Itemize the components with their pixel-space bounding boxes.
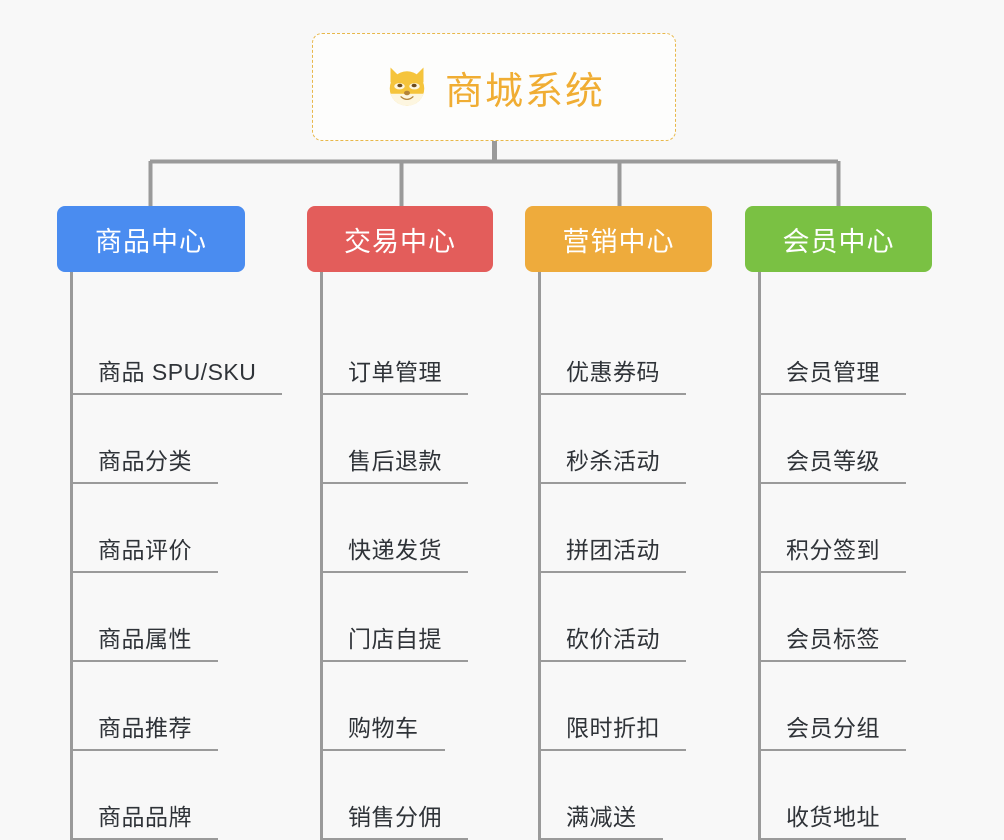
leaf-item[interactable]: 商品 SPU/SKU bbox=[70, 306, 282, 395]
leaf-item[interactable]: 商品属性 bbox=[70, 573, 245, 662]
branch-spine bbox=[320, 272, 323, 840]
leaf-item[interactable]: 售后退款 bbox=[320, 395, 493, 484]
leaf-underline bbox=[70, 838, 218, 840]
leaf-label: 订单管理 bbox=[348, 359, 442, 385]
leaf-item[interactable]: 商品品牌 bbox=[70, 751, 245, 840]
leaf-label: 收货地址 bbox=[786, 804, 880, 830]
leaf-label: 商品属性 bbox=[98, 626, 192, 652]
leaf-item[interactable]: 快递发货 bbox=[320, 484, 493, 573]
leaf-underline bbox=[320, 482, 468, 484]
leaf-underline bbox=[758, 393, 906, 395]
leaf-underline bbox=[538, 393, 686, 395]
leaf-item[interactable]: 门店自提 bbox=[320, 573, 493, 662]
leaf-item[interactable]: 订单管理 bbox=[320, 306, 493, 395]
branch-header-label: 会员中心 bbox=[782, 226, 895, 257]
leaf-underline bbox=[538, 838, 663, 840]
leaf-underline bbox=[758, 838, 906, 840]
leaf-item[interactable]: 商品分类 bbox=[70, 395, 245, 484]
leaf-underline bbox=[758, 749, 906, 751]
leaf-label: 拼团活动 bbox=[566, 537, 660, 563]
branch-header-label: 交易中心 bbox=[344, 226, 456, 257]
branch-member-center: 会员中心 会员管理 会员等级 积分签到 会员标签 会员分组 bbox=[745, 206, 932, 840]
branch-spine bbox=[70, 272, 73, 840]
leaf-underline bbox=[70, 393, 282, 395]
leaf-label: 满减送 bbox=[566, 804, 637, 830]
leaf-underline bbox=[320, 749, 445, 751]
leaf-item[interactable]: 拼团活动 bbox=[538, 484, 712, 573]
branch-items-product-center: 商品 SPU/SKU 商品分类 商品评价 商品属性 商品推荐 商品品牌 bbox=[57, 272, 282, 840]
leaf-item[interactable]: 商品推荐 bbox=[70, 662, 245, 751]
leaf-label: 购物车 bbox=[348, 715, 419, 741]
leaf-underline bbox=[538, 749, 686, 751]
branch-product-center: 商品中心 商品 SPU/SKU 商品分类 商品评价 商品属性 商品推荐 bbox=[57, 206, 282, 840]
leaf-item[interactable]: 秒杀活动 bbox=[538, 395, 712, 484]
branch-header-label: 商品中心 bbox=[95, 226, 207, 257]
root-node[interactable]: 商城系统 bbox=[312, 33, 676, 141]
leaf-item[interactable]: 限时折扣 bbox=[538, 662, 712, 751]
leaf-label: 商品推荐 bbox=[98, 715, 192, 741]
leaf-label: 会员标签 bbox=[786, 626, 880, 652]
leaf-underline bbox=[70, 660, 218, 662]
leaf-label: 商品评价 bbox=[98, 537, 192, 563]
leaf-label: 砍价活动 bbox=[566, 626, 660, 652]
leaf-label: 积分签到 bbox=[786, 537, 880, 563]
leaf-underline bbox=[70, 571, 218, 573]
leaf-label: 会员分组 bbox=[786, 715, 880, 741]
leaf-label: 门店自提 bbox=[348, 626, 442, 652]
leaf-underline bbox=[70, 482, 218, 484]
leaf-underline bbox=[538, 482, 686, 484]
branch-items-marketing-center: 优惠券码 秒杀活动 拼团活动 砍价活动 限时折扣 满减送 bbox=[525, 272, 712, 840]
leaf-underline bbox=[320, 571, 468, 573]
leaf-underline bbox=[70, 749, 218, 751]
branch-header-product-center[interactable]: 商品中心 bbox=[57, 206, 245, 272]
dog-face-icon bbox=[383, 63, 431, 111]
leaf-label: 商品分类 bbox=[98, 448, 192, 474]
leaf-underline bbox=[758, 660, 906, 662]
leaf-label: 秒杀活动 bbox=[566, 448, 660, 474]
leaf-item[interactable]: 会员等级 bbox=[758, 395, 932, 484]
leaf-item[interactable]: 优惠券码 bbox=[538, 306, 712, 395]
leaf-underline bbox=[758, 482, 906, 484]
leaf-label: 限时折扣 bbox=[566, 715, 660, 741]
branch-spine bbox=[538, 272, 541, 840]
leaf-item[interactable]: 商品评价 bbox=[70, 484, 245, 573]
branch-header-label: 营销中心 bbox=[562, 226, 675, 257]
leaf-underline bbox=[320, 393, 468, 395]
leaf-label: 销售分佣 bbox=[348, 804, 442, 830]
leaf-item[interactable]: 会员标签 bbox=[758, 573, 932, 662]
leaf-label: 售后退款 bbox=[348, 448, 442, 474]
leaf-underline bbox=[538, 571, 686, 573]
branch-header-marketing-center[interactable]: 营销中心 bbox=[525, 206, 712, 272]
root-title: 商城系统 bbox=[444, 70, 605, 113]
branch-items-member-center: 会员管理 会员等级 积分签到 会员标签 会员分组 收货地址 bbox=[745, 272, 932, 840]
leaf-item[interactable]: 收货地址 bbox=[758, 751, 932, 840]
leaf-underline bbox=[758, 571, 906, 573]
leaf-item[interactable]: 购物车 bbox=[320, 662, 493, 751]
leaf-label: 快递发货 bbox=[348, 537, 442, 563]
leaf-item[interactable]: 销售分佣 bbox=[320, 751, 493, 840]
leaf-label: 会员等级 bbox=[786, 448, 880, 474]
branch-header-member-center[interactable]: 会员中心 bbox=[745, 206, 932, 272]
leaf-label: 商品品牌 bbox=[98, 804, 192, 830]
leaf-item[interactable]: 会员管理 bbox=[758, 306, 932, 395]
branch-spine bbox=[758, 272, 761, 840]
leaf-underline bbox=[320, 838, 468, 840]
leaf-item[interactable]: 会员分组 bbox=[758, 662, 932, 751]
branch-header-trade-center[interactable]: 交易中心 bbox=[307, 206, 493, 272]
branch-trade-center: 交易中心 订单管理 售后退款 快递发货 门店自提 购物车 bbox=[307, 206, 493, 840]
leaf-label: 会员管理 bbox=[786, 359, 880, 385]
branch-items-trade-center: 订单管理 售后退款 快递发货 门店自提 购物车 销售分佣 bbox=[307, 272, 493, 840]
branch-marketing-center: 营销中心 优惠券码 秒杀活动 拼团活动 砍价活动 限时折扣 bbox=[525, 206, 712, 840]
leaf-item[interactable]: 满减送 bbox=[538, 751, 712, 840]
leaf-label: 商品 SPU/SKU bbox=[98, 359, 257, 385]
leaf-underline bbox=[538, 660, 686, 662]
leaf-underline bbox=[320, 660, 468, 662]
leaf-label: 优惠券码 bbox=[566, 359, 660, 385]
leaf-item[interactable]: 积分签到 bbox=[758, 484, 932, 573]
leaf-item[interactable]: 砍价活动 bbox=[538, 573, 712, 662]
